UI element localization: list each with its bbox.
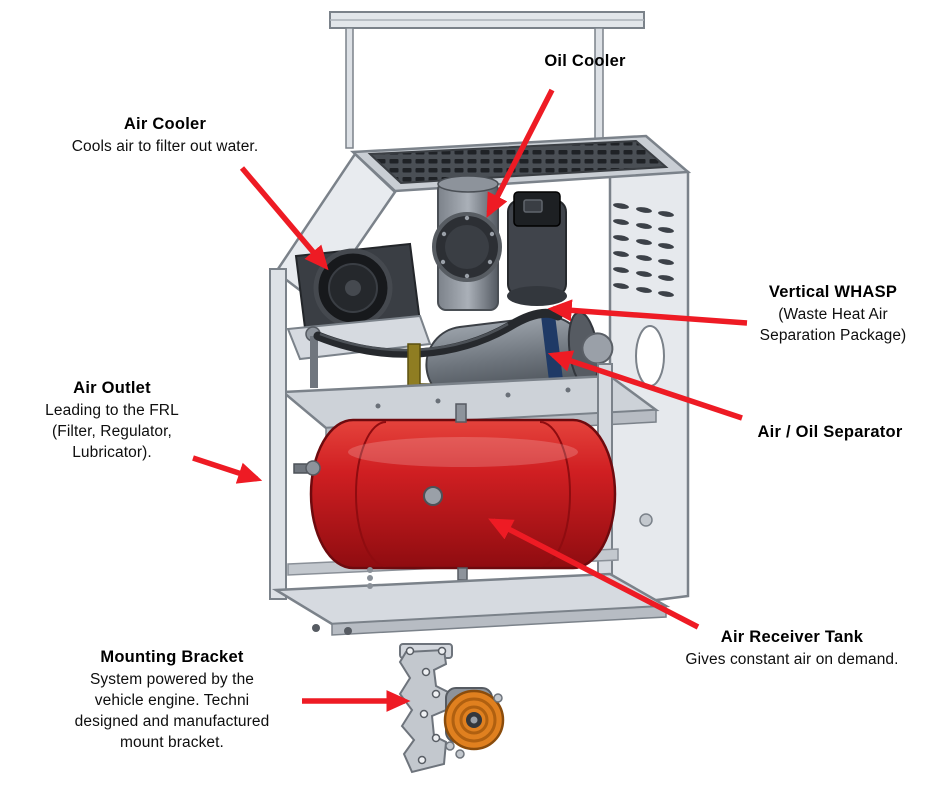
label-mounting-bracket-title: Mounting Bracket [100,648,244,666]
right-panel [608,152,690,608]
label-vertical-whasp-desc-1: (Waste Heat Air [778,306,888,323]
label-mounting-bracket-desc-2: vehicle engine. Techni [94,692,250,710]
label-vertical-whasp-title: Vertical WHASP [768,283,898,301]
label-air-receiver-tank-desc: Gives constant air on demand. [685,651,899,668]
label-mounting-bracket-desc-3: designed and manufactured [74,713,270,731]
air-cooler-fan [286,242,432,361]
motor-unit [507,191,567,306]
label-air-oil-separator: Air / Oil Separator [757,423,902,444]
label-air-receiver-tank-title: Air Receiver Tank [720,628,864,646]
label-air-oil-separator-title: Air / Oil Separator [757,423,903,441]
label-vertical-whasp-desc-2: Separation Package) [759,327,907,345]
label-air-outlet-desc-3: Lubricator). [72,444,152,462]
label-air-cooler-title: Air Cooler [123,115,207,133]
bracket-plate [398,643,453,774]
compressor-illustration [269,11,692,636]
label-air-outlet-desc-1: Leading to the FRL [45,402,179,419]
label-air-outlet-desc-2: (Filter, Regulator, [52,423,172,441]
air-receiver-tank-shape [293,403,617,581]
label-air-cooler: Air Cooler Cools air to filter out water… [72,115,259,157]
label-oil-cooler: Oil Cooler [544,52,625,73]
label-mounting-bracket-desc-1: System powered by the [89,671,255,688]
top-frame [329,11,645,151]
label-air-receiver-tank: Air Receiver Tank Gives constant air on … [685,628,898,670]
label-mounting-bracket: Mounting Bracket System powered by the v… [75,648,270,753]
label-air-cooler-desc: Cools air to filter out water. [71,138,259,155]
label-mounting-bracket-desc-4: mount bracket. [120,734,224,752]
bracket-compressor [443,687,505,759]
base-frame [271,567,671,636]
mounting-bracket-illustration [398,643,505,774]
air-outlet-arrow [192,455,263,484]
label-vertical-whasp: Vertical WHASP (Waste Heat Air Separatio… [760,283,907,346]
label-air-outlet-title: Air Outlet [73,379,151,397]
label-air-outlet: Air Outlet Leading to the FRL (Filter, R… [45,379,179,463]
oil-cooler-unit [432,175,502,311]
label-oil-cooler-title: Oil Cooler [544,52,626,70]
